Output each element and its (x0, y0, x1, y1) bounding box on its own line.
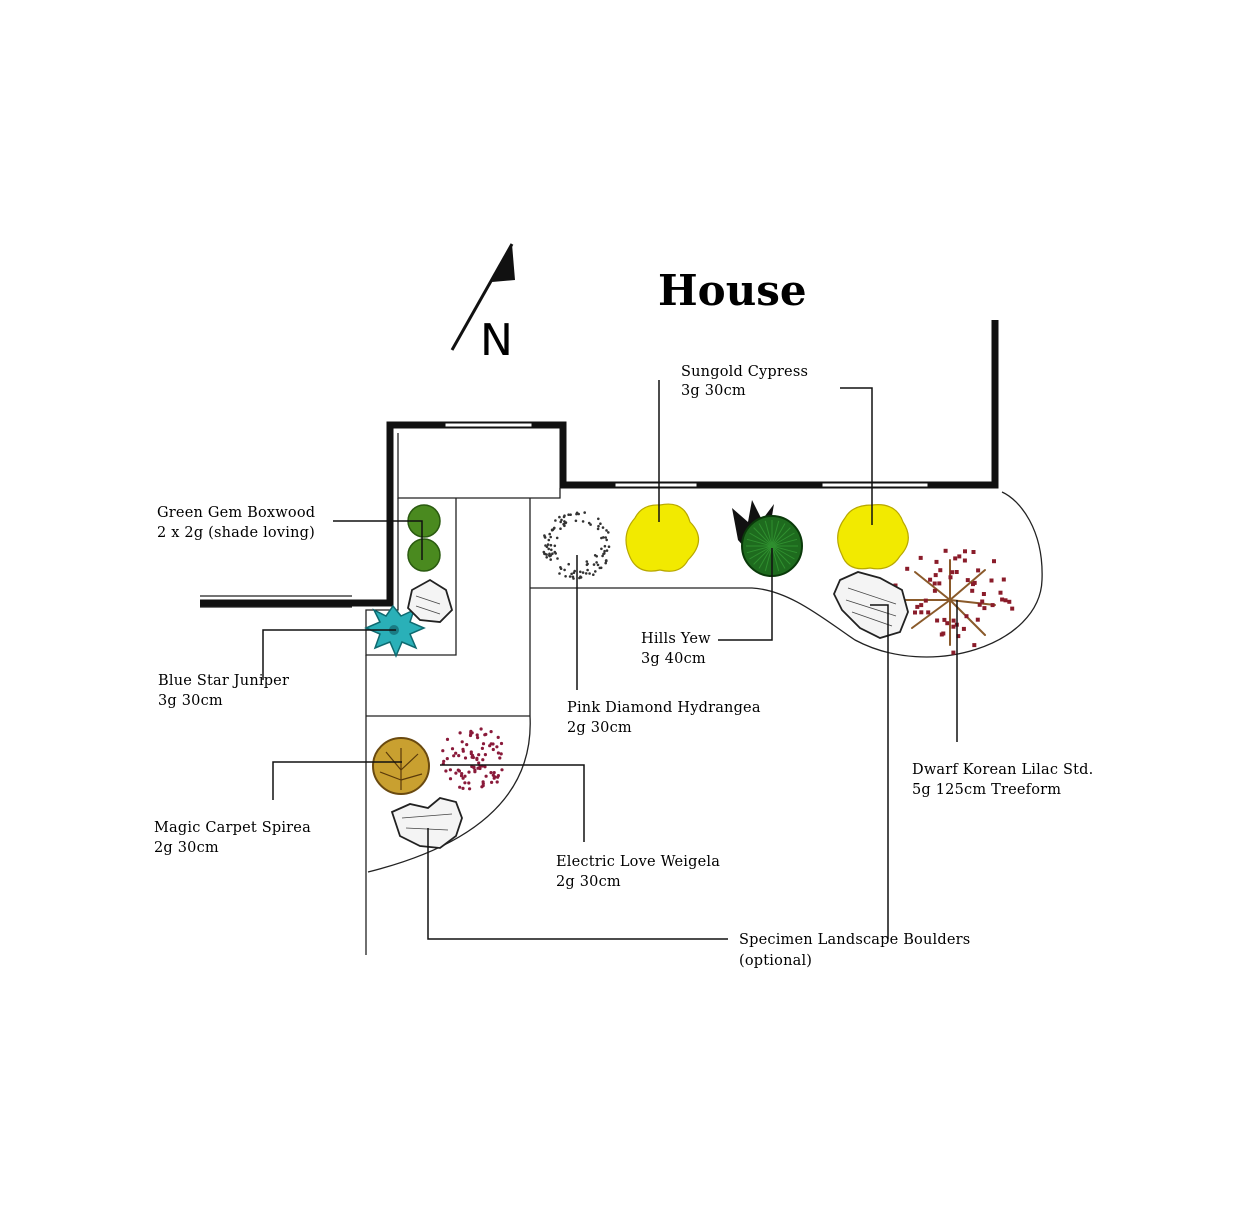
label-weigela-name: Electric Love Weigela (556, 854, 720, 870)
spirea-icon (372, 737, 430, 795)
label-yew-name: Hills Yew (641, 631, 711, 647)
yew-icon (732, 500, 803, 577)
label-hydrangea-detail: 2g 30cm (567, 720, 632, 736)
weigela-icon (441, 727, 504, 791)
label-juniper-detail: 3g 30cm (158, 693, 223, 709)
label-lilac-name: Dwarf Korean Lilac Std. (912, 762, 1093, 778)
windows (445, 423, 928, 487)
house-walls (200, 320, 999, 607)
north-arrow-line (450, 243, 514, 351)
garden-outlines (200, 433, 1043, 955)
lilac-tree-icon (889, 548, 1015, 655)
label-cypress-detail: 3g 30cm (681, 383, 746, 399)
label-boxwood-name: Green Gem Boxwood (157, 505, 315, 521)
plant-labels: Green Gem Boxwood 2 x 2g (shade loving) … (154, 364, 1093, 969)
north-label: N (480, 315, 513, 366)
label-juniper-name: Blue Star Juniper (158, 673, 289, 689)
label-boxwood-detail: 2 x 2g (shade loving) (157, 525, 315, 541)
label-spirea-detail: 2g 30cm (154, 840, 219, 856)
window-frames (444, 422, 929, 488)
label-hydrangea-name: Pink Diamond Hydrangea (567, 700, 761, 716)
label-weigela-detail: 2g 30cm (556, 874, 621, 890)
label-lilac-detail: 5g 125cm Treeform (912, 782, 1061, 798)
label-yew-detail: 3g 40cm (641, 651, 706, 667)
hydrangea-icon (542, 511, 611, 580)
label-boulders-detail: (optional) (739, 953, 812, 969)
cypress-icon (625, 503, 909, 572)
north-arrow-flag (492, 244, 515, 282)
north-arrow: N (450, 243, 515, 366)
house-title: House (658, 266, 807, 315)
label-cypress-name: Sungold Cypress (681, 364, 808, 380)
label-spirea-name: Magic Carpet Spirea (154, 820, 311, 836)
boxwood-icon (407, 504, 441, 572)
label-boulders-name: Specimen Landscape Boulders (739, 932, 970, 948)
leader-lines (262, 380, 958, 940)
